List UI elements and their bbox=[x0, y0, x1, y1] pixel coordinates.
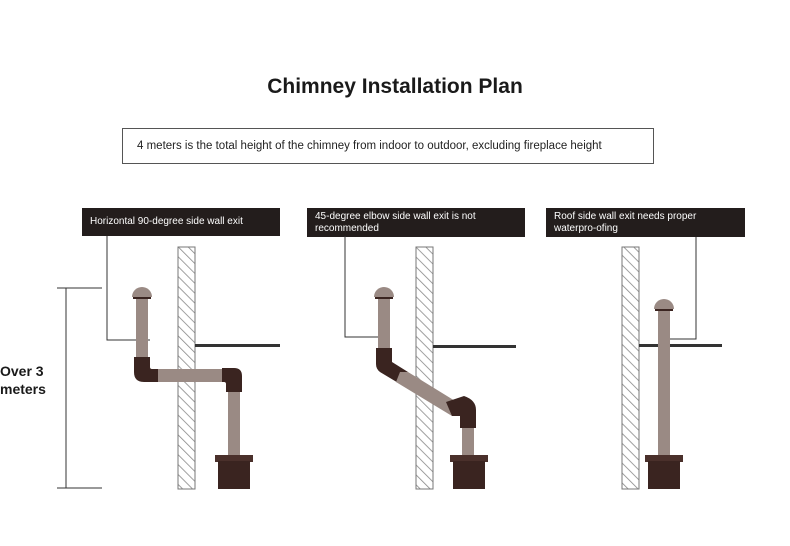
label-horizontal-exit-text: Horizontal 90-degree side wall exit bbox=[90, 216, 243, 227]
chimney-cap-3 bbox=[654, 299, 674, 309]
ceiling-3 bbox=[639, 344, 722, 347]
label-horizontal-exit: Horizontal 90-degree side wall exit bbox=[82, 208, 280, 236]
label-45-degree-exit-text: 45-degree elbow side wall exit is not re… bbox=[315, 211, 476, 234]
label-roof-exit-text: Roof side wall exit needs proper waterpr… bbox=[554, 211, 697, 234]
chimney-horizontal bbox=[132, 287, 253, 489]
height-note-text: 4 meters is the total height of the chim… bbox=[137, 140, 602, 152]
chimney-cap-2 bbox=[374, 287, 394, 297]
leader-lines bbox=[106, 236, 697, 341]
wall-2 bbox=[415, 246, 434, 490]
height-note: 4 meters is the total height of the chim… bbox=[122, 128, 654, 164]
page-title: Chimney Installation Plan bbox=[267, 75, 523, 98]
ceiling-1 bbox=[195, 344, 280, 347]
height-dimension bbox=[57, 287, 102, 489]
wall-3 bbox=[621, 246, 640, 490]
wall-1 bbox=[177, 246, 196, 490]
chimney-45-degree bbox=[374, 287, 488, 489]
label-roof-exit: Roof side wall exit needs proper waterpr… bbox=[546, 208, 745, 237]
chimney-cap-1 bbox=[132, 287, 152, 297]
label-45-degree-exit: 45-degree elbow side wall exit is not re… bbox=[307, 208, 525, 237]
chimney-roof bbox=[645, 299, 683, 489]
ceiling-2 bbox=[433, 345, 516, 348]
